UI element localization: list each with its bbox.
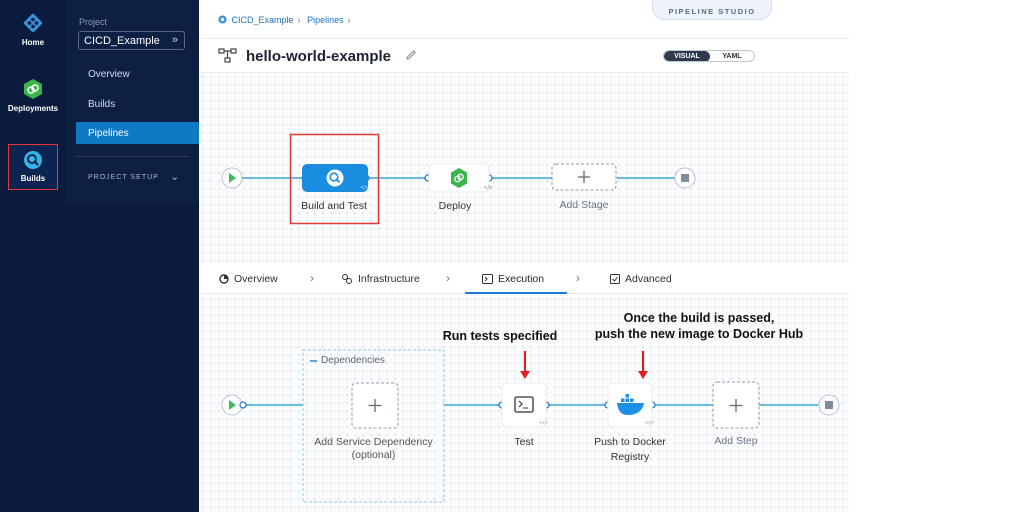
- execution-icon: [482, 274, 493, 285]
- breadcrumb: CICD_Example› Pipelines›: [218, 15, 355, 25]
- add-service-dependency-line1: Add Service Dependency: [314, 436, 433, 448]
- builds-icon: [326, 169, 344, 187]
- nav-deployments-label: Deployments: [7, 104, 59, 113]
- code-icon: </>: [645, 420, 654, 426]
- stop-icon: [825, 401, 833, 409]
- project-label: Project: [79, 17, 108, 27]
- plus-icon: [578, 171, 590, 183]
- stop-icon: [681, 174, 689, 182]
- infrastructure-icon: [342, 274, 352, 285]
- chevron-right-icon: ›: [576, 271, 580, 285]
- terminal-icon: [514, 396, 534, 413]
- page-title: hello-world-example: [246, 48, 392, 65]
- tab-infrastructure-label: Infrastructure: [358, 273, 420, 285]
- pipeline-canvas: </> </> Build and Test Deploy Add Stage: [199, 73, 849, 263]
- chevron-right-icon: ›: [446, 271, 450, 285]
- test-step-node: [501, 382, 547, 428]
- breadcrumb-separator: ›: [347, 15, 351, 25]
- step-label-test: Test: [514, 436, 534, 448]
- breadcrumb-pipelines[interactable]: Pipelines: [307, 15, 344, 25]
- pipeline-studio-tab: PIPELINE STUDIO: [652, 0, 772, 20]
- overview-icon: [219, 274, 229, 284]
- pipeline-studio: CICD_Example› Pipelines› PIPELINE STUDIO…: [199, 0, 849, 512]
- annotation-arrow: [520, 351, 530, 379]
- execution-canvas: </> </>: [199, 295, 849, 512]
- nav-deployments[interactable]: Deployments: [0, 78, 66, 113]
- project-icon: [218, 15, 227, 24]
- double-chevron-right-icon: »: [171, 34, 178, 46]
- push-to-docker-line2: Registry: [610, 451, 650, 463]
- visual-toggle-button[interactable]: VISUAL: [664, 51, 710, 61]
- execution-graph: </> </>: [221, 349, 840, 503]
- tab-execution[interactable]: Execution: [482, 273, 544, 285]
- connector-dot: [239, 401, 247, 409]
- nav-home[interactable]: Home: [0, 12, 66, 47]
- tab-execution-label: Execution: [498, 273, 545, 285]
- tab-advanced-label: Advanced: [625, 273, 672, 285]
- tab-overview-label: Overview: [234, 273, 278, 285]
- annotation-arrow: [638, 351, 648, 379]
- nav-home-label: Home: [21, 38, 45, 47]
- step-label-push-to-docker: Push to Docker Registry: [580, 436, 680, 463]
- stage-label-add-stage: Add Stage: [559, 199, 609, 211]
- builds-icon: [24, 151, 42, 169]
- annotation-run-tests: Run tests specified: [442, 329, 558, 343]
- code-icon: </>: [539, 420, 548, 426]
- add-service-dependency-label: Add Service Dependency (optional): [303, 436, 444, 461]
- code-icon: </>: [483, 185, 493, 191]
- pipeline-icon: [218, 48, 237, 63]
- divider: [199, 72, 849, 73]
- nav-builds[interactable]: Builds: [8, 144, 58, 190]
- project-selector-value: CICD_Example: [84, 35, 160, 47]
- chevron-right-icon: ›: [310, 271, 314, 285]
- annotation-push-line1: Once the build is passed,: [623, 311, 775, 325]
- deployments-icon: [24, 79, 42, 99]
- tab-overview[interactable]: Overview: [219, 273, 278, 285]
- project-menu-overview[interactable]: Overview: [88, 69, 130, 80]
- stage-tabs: Overview › Infrastructure › Execution › …: [199, 263, 849, 294]
- project-setup-toggle[interactable]: PROJECT SETUP: [88, 174, 159, 181]
- deployments-icon: [451, 168, 467, 188]
- sidebar-background: [0, 205, 199, 512]
- active-tab-indicator: [465, 292, 567, 294]
- project-panel: Project CICD_Example » Overview Builds P…: [66, 0, 199, 205]
- annotation-push-image: Once the build is passed, push the new i…: [579, 311, 819, 341]
- code-icon: </>: [360, 185, 370, 191]
- project-menu-pipelines[interactable]: Pipelines: [76, 122, 199, 144]
- plus-icon: [368, 399, 382, 412]
- plus-icon: [729, 399, 743, 412]
- dependencies-container: [302, 349, 445, 503]
- stage-graph: </> </>: [221, 133, 696, 225]
- yaml-toggle-button[interactable]: YAML: [722, 53, 742, 60]
- divider: [76, 156, 189, 157]
- dependencies-title: Dependencies: [321, 355, 385, 366]
- advanced-icon: [610, 274, 620, 285]
- play-icon: [229, 173, 236, 183]
- stage-label-deploy: Deploy: [438, 200, 472, 212]
- blank-margin: [849, 0, 1024, 512]
- divider: [199, 38, 849, 39]
- breadcrumb-separator: ›: [297, 15, 301, 25]
- annotation-push-line2: push the new image to Docker Hub: [594, 327, 804, 341]
- chevron-down-icon[interactable]: ⌄: [170, 171, 180, 183]
- tab-infrastructure[interactable]: Infrastructure: [341, 273, 420, 285]
- docker-icon: [617, 394, 644, 415]
- play-icon: [229, 400, 236, 410]
- build-stage-highlight: [289, 133, 380, 225]
- nav-builds-label: Builds: [20, 174, 46, 183]
- stage-label-build-and-test: Build and Test: [301, 200, 367, 212]
- push-to-docker-line1: Push to Docker: [594, 436, 666, 448]
- breadcrumb-project[interactable]: CICD_Example: [231, 15, 294, 25]
- project-menu-builds[interactable]: Builds: [88, 99, 116, 110]
- tab-advanced[interactable]: Advanced: [610, 273, 672, 285]
- pencil-icon[interactable]: [405, 49, 417, 61]
- add-service-dependency-line2: (optional): [351, 449, 396, 461]
- project-selector[interactable]: CICD_Example »: [78, 31, 185, 50]
- home-icon: [23, 13, 43, 33]
- step-label-add-step: Add Step: [714, 435, 758, 447]
- view-toggle: VISUAL YAML: [663, 50, 755, 62]
